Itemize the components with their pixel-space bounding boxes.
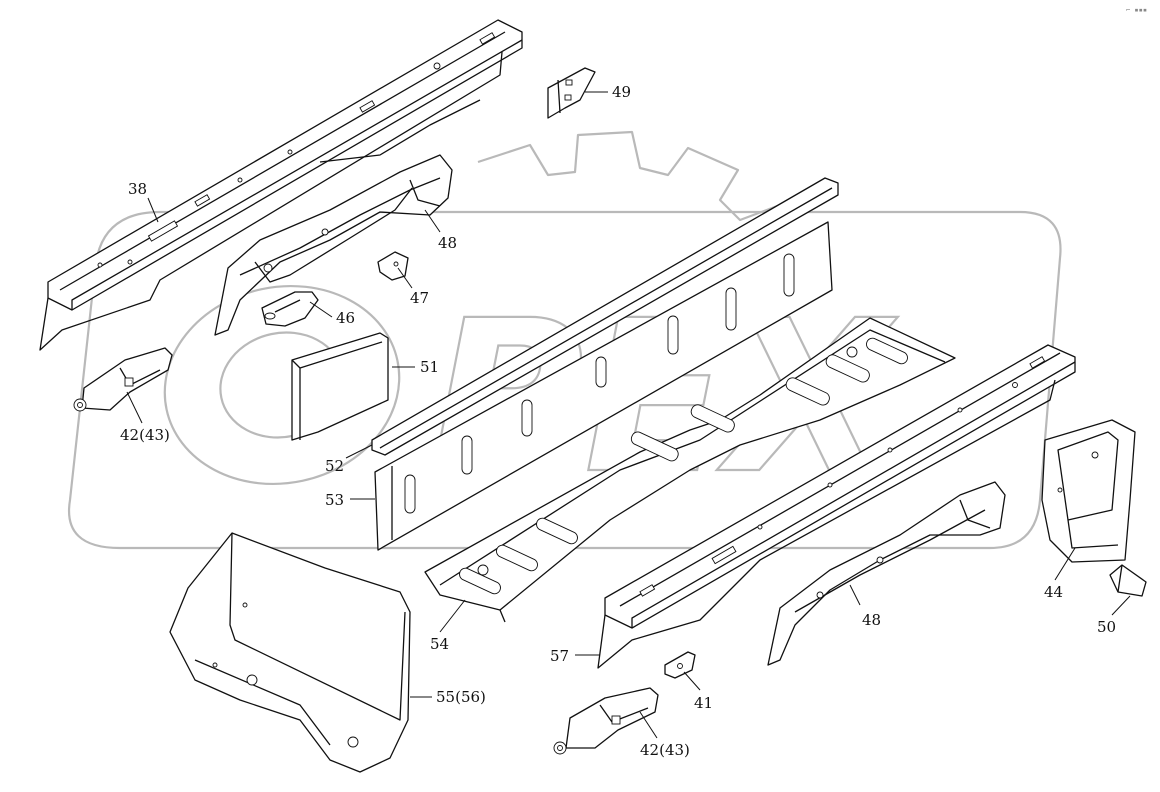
leader-lines — [126, 91, 1131, 739]
callout-48-upper: 48 — [438, 234, 457, 252]
part-42-43-lower-hinge — [553, 687, 659, 755]
callout-57: 57 — [550, 647, 569, 665]
callout-50: 50 — [1097, 618, 1116, 636]
callout-53: 53 — [325, 491, 344, 509]
watermark-gear — [477, 130, 781, 222]
part-46-bracket — [261, 291, 319, 327]
callout-42-43-upper: 42(43) — [120, 426, 170, 444]
callout-44: 44 — [1044, 583, 1063, 601]
part-48-lower-bracket — [767, 481, 1006, 666]
callout-55-56: 55(56) — [436, 688, 486, 706]
callout-48-lower: 48 — [862, 611, 881, 629]
callout-42-43-lower: 42(43) — [640, 741, 690, 759]
callout-labels: 38 48 49 47 46 51 42(43) 52 53 54 57 48 … — [120, 83, 1116, 759]
callout-51: 51 — [420, 358, 439, 376]
part-54-cross-member — [424, 317, 956, 623]
part-49-bracket — [547, 67, 596, 119]
part-48-upper-bracket — [214, 154, 453, 336]
callout-54: 54 — [430, 635, 449, 653]
callout-49: 49 — [612, 83, 631, 101]
watermark-frame — [67, 210, 1062, 550]
part-57-side-rail — [597, 344, 1076, 669]
callout-47: 47 — [410, 289, 429, 307]
callout-46: 46 — [336, 309, 355, 327]
corner-mark: ⌐ ▪▪▪ — [1126, 6, 1147, 14]
part-41-clip — [664, 651, 696, 679]
callout-41: 41 — [694, 694, 713, 712]
callout-38: 38 — [128, 180, 147, 198]
part-55-56-panel — [169, 532, 411, 773]
part-44-panel — [1041, 419, 1136, 563]
part-51-panel — [291, 332, 389, 441]
part-38-side-rail — [39, 19, 523, 351]
part-53-channel — [374, 221, 833, 551]
part-52-angle-rail — [371, 177, 839, 456]
watermark-letter-o — [163, 284, 401, 486]
part-42-43-upper-hinge — [73, 347, 173, 412]
callout-52: 52 — [325, 457, 344, 475]
part-47-clip — [377, 251, 409, 281]
part-50-block — [1109, 564, 1147, 597]
